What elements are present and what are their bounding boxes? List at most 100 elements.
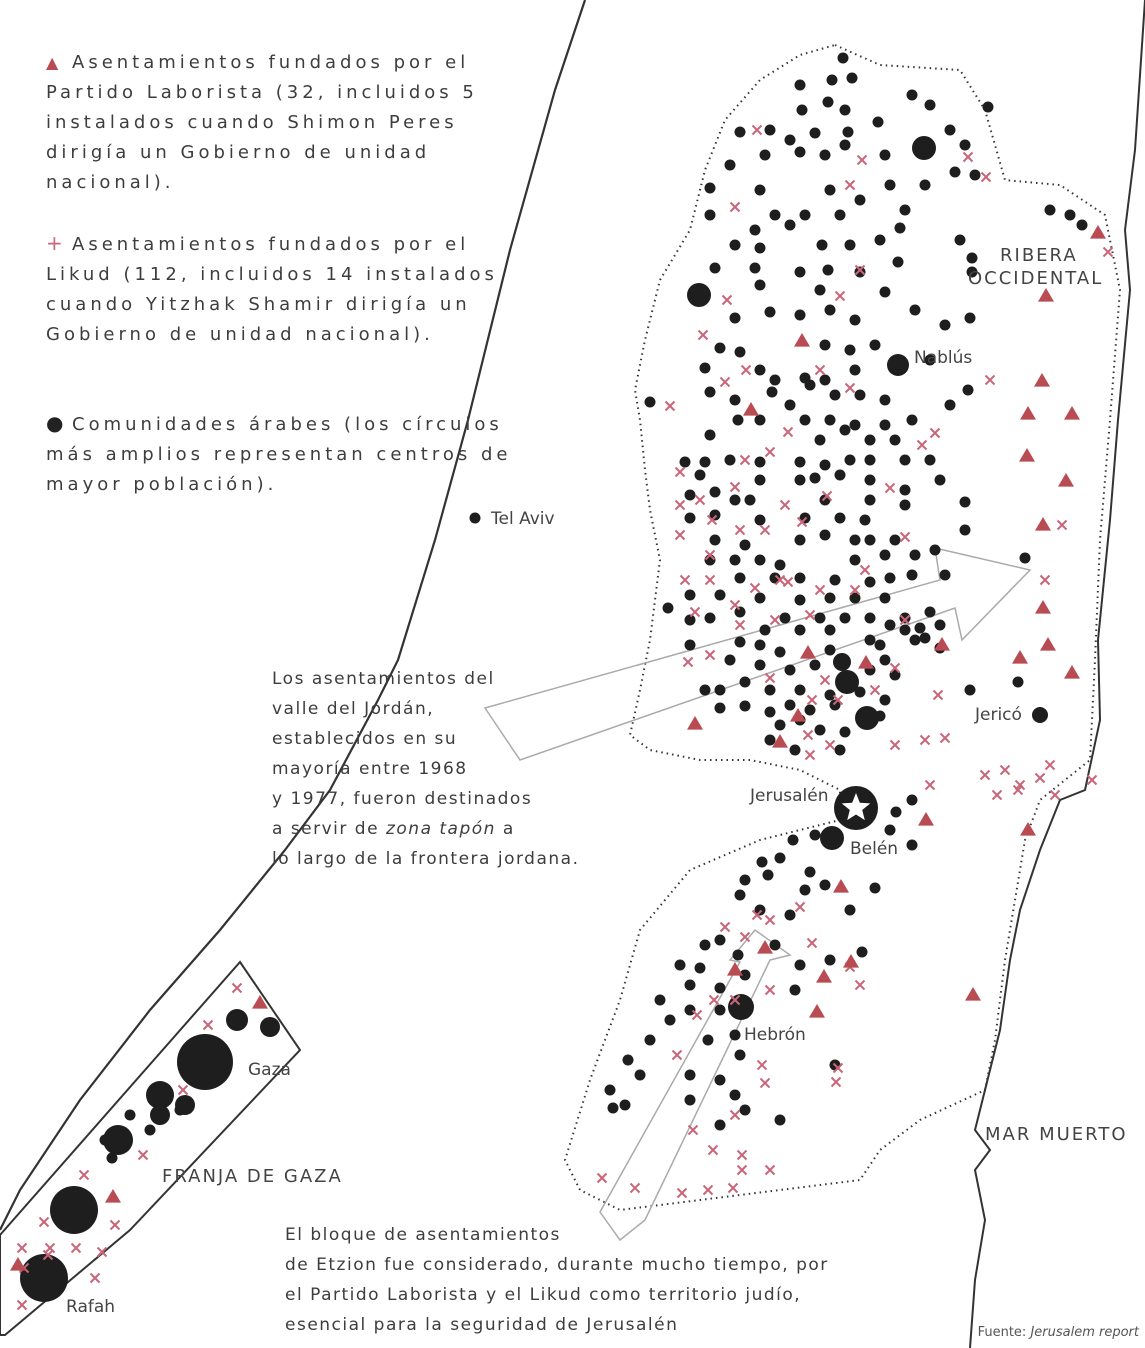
arab-community-dot	[816, 239, 828, 251]
label-occidental: OCCIDENTAL	[968, 268, 1104, 289]
arab-community-dot	[824, 184, 836, 196]
labor-settlement-triangle	[1020, 406, 1036, 420]
arab-community-dot	[794, 534, 806, 546]
likud-settlement-cross	[796, 516, 808, 528]
arab-community-dot	[869, 882, 881, 894]
arab-community-dot	[729, 554, 741, 566]
likud-settlement-cross	[819, 674, 831, 686]
likud-settlement-cross	[821, 490, 833, 502]
arab-community-dot	[714, 982, 726, 994]
likud-settlement-cross	[824, 739, 836, 751]
gaza-border	[0, 960, 302, 1336]
likud-settlement-cross	[859, 564, 871, 576]
arab-community-dot	[879, 149, 891, 161]
arab-community-dot	[824, 414, 836, 426]
arab-community-dot	[854, 389, 866, 401]
likud-settlement-cross	[984, 374, 996, 386]
arab-community-dot	[774, 852, 786, 864]
arab-community-dot	[754, 456, 766, 468]
likud-settlement-cross	[814, 364, 826, 376]
arab-community-dot	[889, 534, 901, 546]
likud-settlement-cross	[691, 1009, 703, 1021]
arab-community-dot	[939, 319, 951, 331]
likud-settlement-cross	[999, 764, 1011, 776]
labor-settlement-triangle	[794, 333, 810, 347]
arab-community-dot	[754, 904, 766, 916]
arab-community-dot	[704, 612, 716, 624]
arab-community-dot	[814, 434, 826, 446]
arab-community-dot	[906, 414, 918, 426]
arab-community-dot	[856, 946, 868, 958]
likud-settlement-cross	[38, 1216, 50, 1228]
label-jerico: Jericó	[975, 705, 1022, 725]
arab-community-dot	[949, 166, 961, 178]
arab-community-dot	[844, 344, 856, 356]
likud-settlements-layer	[16, 124, 1114, 1311]
arab-community-dot	[839, 424, 851, 436]
arab-community-dot	[734, 126, 746, 138]
annotation-line: esencial para la seguridad de Jerusalén	[285, 1315, 679, 1335]
arab-community-dot	[794, 572, 806, 584]
likud-settlement-cross	[1102, 246, 1114, 258]
triangle-icon: ▲	[46, 53, 63, 72]
arab-community-dot	[959, 524, 971, 536]
labor-settlement-triangle	[809, 1004, 825, 1018]
likud-settlement-cross	[764, 1164, 776, 1176]
likud-settlement-cross	[749, 582, 761, 594]
arab-community-dot	[864, 612, 876, 624]
annotation-etzion: El bloque de asentamientos de Etzion fue…	[285, 1220, 829, 1340]
arab-community-dot	[734, 636, 746, 648]
likud-settlement-cross	[729, 599, 741, 611]
arab-community-dot	[899, 612, 911, 624]
arab-community-dot	[879, 592, 891, 604]
arab-community-dot	[754, 474, 766, 486]
arab-community-dot	[872, 116, 884, 128]
arab-community-dot	[809, 659, 821, 671]
arab-community-dot	[729, 239, 741, 251]
arab-community-dot	[889, 669, 901, 681]
arab-community-dot	[809, 829, 821, 841]
likud-settlement-cross	[844, 179, 856, 191]
likud-settlement-cross	[899, 614, 911, 626]
annotation-jordan-valley: Los asentamientos del valle del Jordán, …	[272, 664, 579, 874]
arab-community-dot	[684, 589, 696, 601]
annotation-line: el Partido Laborista y el Likud como ter…	[285, 1285, 802, 1305]
arab-community-dot	[819, 879, 831, 891]
arab-community-dot	[944, 124, 956, 136]
arab-community-dot	[684, 614, 696, 626]
arab-community-dot	[619, 1099, 631, 1111]
legend-labor-text: Asentamientos fundados por el Partido La…	[46, 52, 478, 193]
annotation-line: y 1977, fueron destinados	[272, 789, 533, 809]
arab-community-dot	[924, 354, 936, 366]
arab-community-dot	[674, 959, 686, 971]
arab-community-dot	[854, 686, 866, 698]
arab-community-dot	[804, 866, 816, 878]
arab-community-dot	[784, 219, 796, 231]
likud-settlement-cross	[804, 749, 816, 761]
arab-community-dot	[729, 1089, 741, 1101]
likud-settlement-cross	[929, 427, 941, 439]
arab-community-dot	[879, 654, 891, 666]
likud-settlement-cross	[676, 1187, 688, 1199]
arab-community-dot	[764, 124, 776, 136]
arab-community-dot	[144, 1124, 156, 1136]
arab-community-dot	[714, 342, 726, 354]
arab-community-dot	[709, 262, 721, 274]
arab-community-dot	[849, 554, 861, 566]
arab-community-dot	[756, 856, 768, 868]
arab-community-dot	[834, 469, 846, 481]
arab-community-dot	[754, 592, 766, 604]
likud-settlement-cross	[899, 531, 911, 543]
arab-community-dot	[959, 139, 971, 151]
label-belen: Belén	[850, 839, 899, 859]
arab-community-dot	[739, 969, 751, 981]
likud-settlement-cross	[674, 529, 686, 541]
labor-settlement-triangle	[1090, 225, 1106, 239]
arab-community-dot	[824, 954, 836, 966]
likud-settlement-cross	[939, 732, 951, 744]
likud-settlement-cross	[1056, 519, 1068, 531]
arab-community-dot	[694, 469, 706, 481]
arab-community-dot	[604, 1084, 616, 1096]
likud-settlement-cross	[854, 979, 866, 991]
